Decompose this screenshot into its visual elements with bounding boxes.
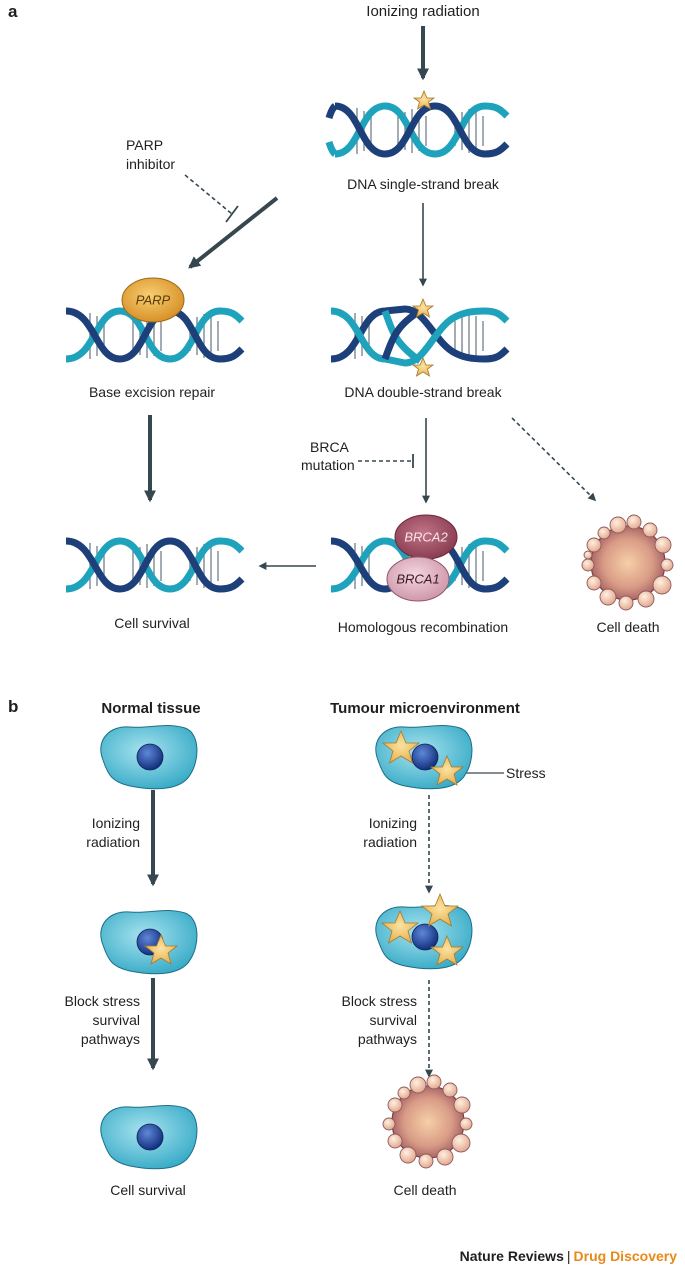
label-block-left-3: pathways bbox=[80, 1031, 140, 1047]
arrow-ssb-to-ber bbox=[188, 196, 279, 269]
label-cell-survival-b: Cell survival bbox=[110, 1182, 186, 1198]
normal-cell-2 bbox=[100, 910, 198, 975]
label-ionizing-right-2: radiation bbox=[363, 834, 417, 850]
heading-tumour-microenvironment: Tumour microenvironment bbox=[330, 700, 520, 717]
label-brca-mutation-1: BRCA bbox=[310, 439, 349, 455]
parp-protein bbox=[121, 277, 185, 323]
label-brca-mutation-2: mutation bbox=[301, 457, 355, 473]
label-ionizing-right-1: Ionizing bbox=[368, 815, 417, 831]
dna-cell-survival bbox=[65, 537, 245, 593]
brca1-label: BRCA1 bbox=[396, 571, 440, 587]
brca2-label: BRCA2 bbox=[404, 529, 448, 545]
stress-star-icon-5 bbox=[429, 934, 465, 966]
label-cell-death-a: Cell death bbox=[596, 619, 660, 635]
journal-name: Nature Reviews bbox=[459, 1248, 564, 1264]
label-double-strand-break: DNA double-strand break bbox=[344, 384, 502, 400]
label-parp-inhibitor-1: PARP bbox=[126, 137, 164, 153]
arrow-dsb-to-death bbox=[511, 417, 597, 502]
label-block-left-2: survival bbox=[92, 1012, 140, 1028]
dead-cell-icon bbox=[581, 514, 674, 611]
label-ionizing-radiation: Ionizing radiation bbox=[366, 3, 480, 20]
tumour-cell-2 bbox=[375, 892, 473, 970]
normal-cell-3 bbox=[100, 1105, 198, 1170]
label-block-right-3: pathways bbox=[357, 1031, 417, 1047]
dna-double-strand-break bbox=[330, 305, 510, 367]
label-block-right-2: survival bbox=[369, 1012, 417, 1028]
label-block-left-1: Block stress bbox=[64, 993, 140, 1009]
panel-label-b: b bbox=[8, 697, 19, 716]
label-stress: Stress bbox=[506, 765, 546, 781]
label-ionizing-left-1: Ionizing bbox=[91, 815, 140, 831]
panel-label-a: a bbox=[8, 2, 18, 21]
damage-star-icon-bottom bbox=[411, 356, 435, 377]
dna-single-strand-break bbox=[325, 102, 510, 158]
label-single-strand-break: DNA single-strand break bbox=[347, 176, 499, 192]
parp-inhibitor-bar bbox=[225, 205, 239, 223]
stress-star-icon-3 bbox=[380, 909, 420, 944]
damage-star-icon bbox=[412, 89, 436, 110]
label-parp-inhibitor-2: inhibitor bbox=[126, 156, 176, 172]
dead-cell-icon-b bbox=[382, 1074, 473, 1169]
normal-cell-1 bbox=[100, 725, 198, 790]
label-ionizing-left-2: radiation bbox=[86, 834, 140, 850]
tumour-cell-1 bbox=[375, 725, 473, 790]
heading-normal-tissue: Normal tissue bbox=[101, 700, 201, 717]
parp-label: PARP bbox=[135, 292, 171, 308]
stress-star-icon-2 bbox=[429, 754, 465, 786]
brca1-protein bbox=[386, 556, 450, 602]
label-homologous-recombination: Homologous recombination bbox=[337, 619, 509, 635]
stress-star-icon-1 bbox=[381, 729, 421, 764]
credit-separator: | bbox=[566, 1248, 571, 1264]
journal-credit: Nature Reviews|Drug Discovery bbox=[460, 1248, 677, 1264]
stress-star-icon bbox=[143, 933, 179, 965]
label-cell-death-b: Cell death bbox=[393, 1182, 457, 1198]
label-cell-survival-a: Cell survival bbox=[114, 615, 190, 631]
label-base-excision-repair: Base excision repair bbox=[88, 384, 216, 400]
label-block-right-1: Block stress bbox=[341, 993, 417, 1009]
parp-inhibitor-line bbox=[184, 174, 233, 215]
journal-section: Drug Discovery bbox=[573, 1248, 677, 1264]
stress-star-icon-4 bbox=[420, 892, 460, 927]
damage-star-icon-top bbox=[411, 297, 435, 318]
